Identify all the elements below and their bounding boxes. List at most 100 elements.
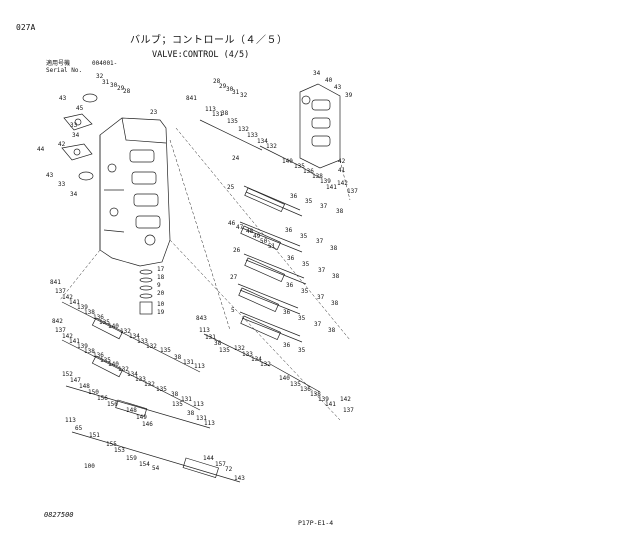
part-callout: 135	[99, 319, 110, 326]
part-callout: 38	[187, 410, 195, 417]
part-callout: 134	[129, 333, 140, 340]
part-callout: 38	[174, 354, 182, 361]
part-callout: 23	[150, 109, 158, 116]
part-callout: 5	[231, 307, 235, 314]
part-callout: 152	[62, 371, 73, 378]
part-callout: 133	[137, 338, 148, 345]
valve-body	[99, 117, 171, 267]
part-callout: 842	[52, 318, 63, 325]
part-callout: 65	[75, 425, 83, 432]
part-callout: 150	[88, 389, 99, 396]
part-callout: 146	[142, 421, 153, 428]
part-callout: 135	[160, 347, 171, 354]
part-callout: 132	[146, 343, 157, 350]
part-callout: 34	[313, 70, 321, 77]
part-callout: 35	[302, 261, 310, 268]
end-cover	[299, 83, 341, 169]
part-callout: 139	[77, 343, 88, 350]
serial-label-english: Serial No.	[46, 67, 83, 74]
dashed-guide-lines	[59, 127, 351, 421]
part-callout: 35	[298, 347, 306, 354]
part-callout: 134	[257, 138, 268, 145]
part-callout: 43	[334, 84, 342, 91]
part-callout: 142	[340, 396, 351, 403]
part-callout: 113	[204, 420, 215, 427]
part-callout: 46	[228, 220, 236, 227]
part-callout: 135	[172, 401, 183, 408]
part-callout: 135	[219, 347, 230, 354]
part-callout: 135	[290, 381, 301, 388]
part-callout: 151	[89, 432, 100, 439]
part-callout: 138	[310, 391, 321, 398]
serial-value: 004001-	[92, 60, 118, 67]
part-callout: 132	[238, 126, 249, 133]
serial-label-japanese: 適用号機	[46, 60, 71, 67]
part-callout: 135	[227, 118, 238, 125]
spool-assembly-right	[199, 119, 321, 393]
part-callout: 113	[199, 327, 210, 334]
part-callout: 144	[203, 455, 214, 462]
part-callout: 148	[126, 407, 137, 414]
part-callout: 28	[123, 88, 131, 95]
part-callout: 133	[135, 376, 146, 383]
part-callout: 41	[338, 167, 346, 174]
part-callout: 841	[186, 95, 197, 102]
part-callout: 138	[84, 348, 95, 355]
part-callout: 135	[294, 163, 305, 170]
part-callout: 140	[108, 361, 119, 368]
part-callout: 37	[316, 238, 324, 245]
part-callout: 143	[234, 475, 245, 482]
part-callout: 35	[298, 315, 306, 322]
part-callout: 38	[330, 245, 338, 252]
part-callout: 132	[118, 366, 129, 373]
part-callout: 26	[233, 247, 241, 254]
part-callout: 132	[266, 143, 277, 150]
part-callout: 30	[110, 82, 118, 89]
part-callout: 49	[253, 233, 261, 240]
part-callout: 38	[214, 340, 222, 347]
part-callout: 38	[171, 391, 179, 398]
part-callout: 140	[108, 323, 119, 330]
part-callout: 137	[343, 407, 354, 414]
part-callout: 148	[79, 383, 90, 390]
part-callout: 132	[260, 361, 271, 368]
part-callout: 42	[58, 141, 66, 148]
part-callout: 136	[300, 386, 311, 393]
spool-assembly-left	[61, 301, 241, 483]
part-callout: 24	[232, 155, 240, 162]
part-callout: 33	[70, 122, 78, 129]
part-callout: 34	[70, 191, 78, 198]
part-callout: 51	[268, 243, 276, 250]
part-callout: 35	[300, 233, 308, 240]
part-callout: 31	[232, 89, 240, 96]
part-callout: 37	[314, 321, 322, 328]
part-callout: 133	[247, 132, 258, 139]
part-callout: 20	[157, 290, 165, 297]
part-callout: 38	[328, 327, 336, 334]
page-reference: P17P-E1-4	[298, 519, 334, 527]
part-callout: 141	[69, 338, 80, 345]
part-callout: 32	[96, 73, 104, 80]
part-callout: 159	[126, 455, 137, 462]
part-callout: 37	[318, 267, 326, 274]
part-callout: 36	[285, 227, 293, 234]
part-callout: 19	[157, 309, 165, 316]
part-callout: 136	[93, 314, 104, 321]
part-callout: 39	[345, 92, 353, 99]
part-callout: 36	[283, 309, 291, 316]
part-callout: 132	[120, 328, 131, 335]
part-callout: 25	[227, 184, 235, 191]
part-callout: 35	[305, 198, 313, 205]
part-callout: 155	[106, 441, 117, 448]
part-callout: 50	[260, 238, 268, 245]
seal-stack	[139, 269, 153, 315]
part-callout: 135	[100, 357, 111, 364]
part-callout: 140	[282, 158, 293, 165]
figure-id: 0827500	[44, 511, 74, 519]
part-callout: 113	[193, 401, 204, 408]
part-callout: 142	[337, 180, 348, 187]
part-callout: 10	[157, 301, 165, 308]
part-callout: 139	[318, 396, 329, 403]
